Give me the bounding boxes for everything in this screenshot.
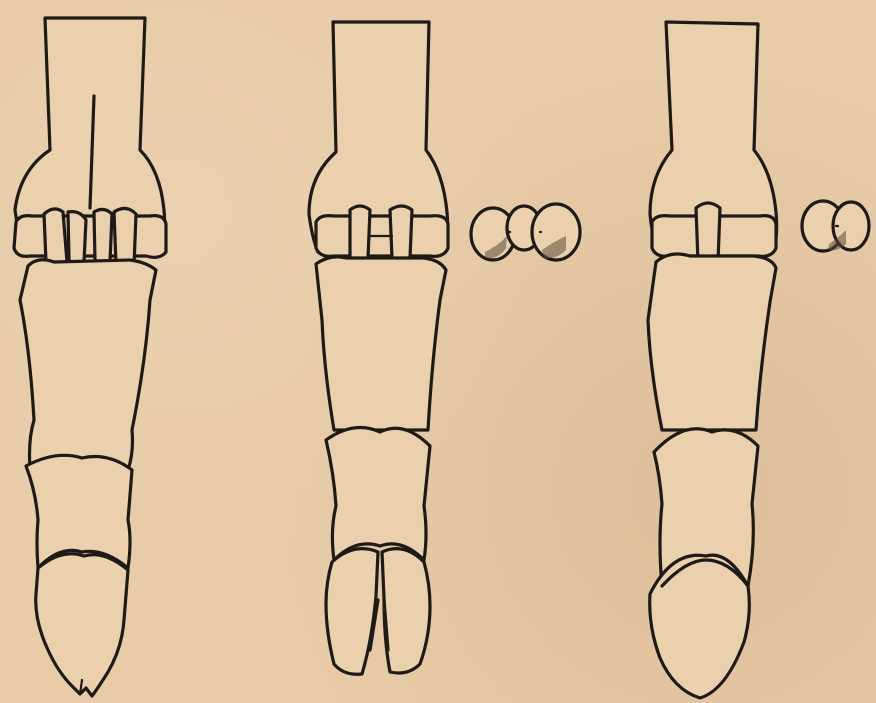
- left-pastern: [26, 455, 132, 568]
- middle-hoof-right-claw: [382, 549, 430, 673]
- right-hoof: [650, 555, 750, 698]
- right-limb: [648, 22, 777, 698]
- middle-pastern: [326, 428, 430, 561]
- left-limb: [14, 18, 166, 696]
- left-hoof: [36, 554, 128, 696]
- left-joint-knuckle-3: [94, 209, 112, 263]
- middle-cannon-bone: [316, 257, 446, 430]
- middle-hoof-left-claw: [326, 549, 378, 675]
- middle-limb: [309, 22, 448, 674]
- left-cannon-bone: [20, 260, 156, 470]
- left-joint-band: [14, 216, 166, 258]
- right-cannon-bone: [648, 254, 776, 430]
- right-detached-nodules: [802, 201, 869, 251]
- middle-joint-knuckle-1: [350, 206, 370, 261]
- left-joint-knuckle-1: [44, 209, 67, 266]
- middle-joint-knuckle-2: [390, 206, 412, 261]
- middle-detached-nodules: [471, 204, 580, 260]
- left-joint-knuckle-2: [68, 212, 86, 264]
